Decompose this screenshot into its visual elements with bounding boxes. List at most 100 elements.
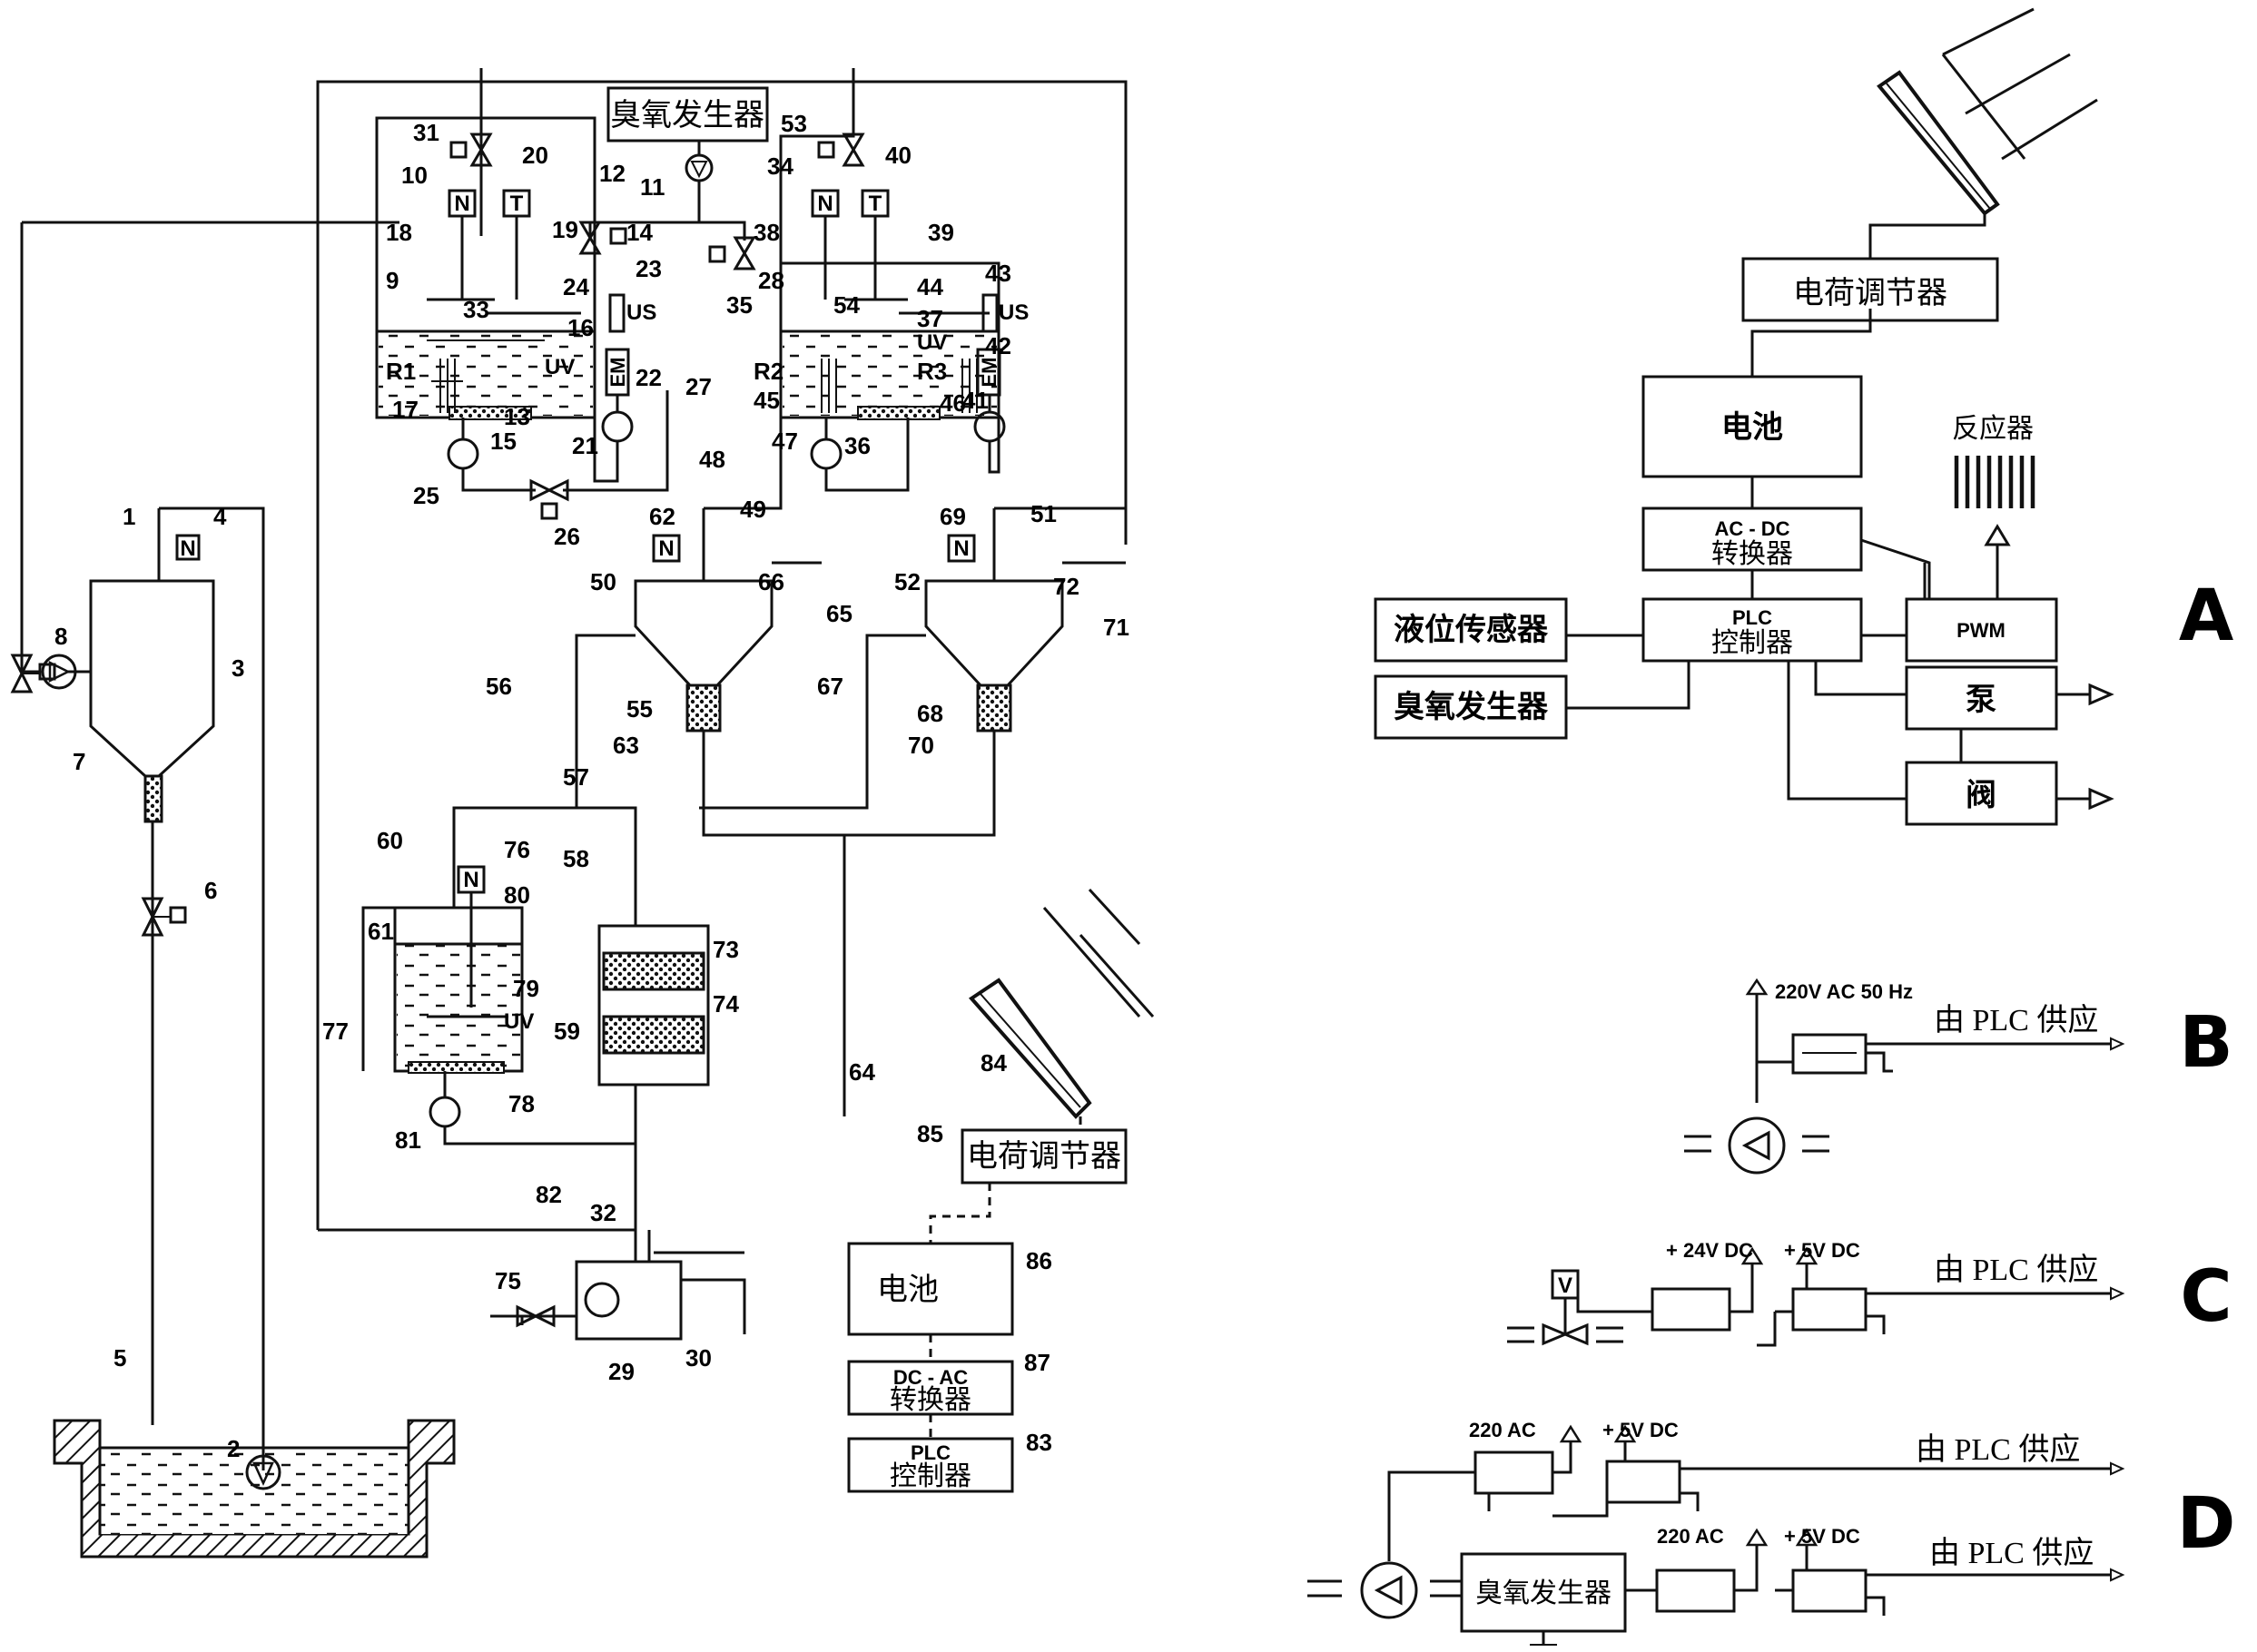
part-number-74: 74 [713,990,739,1018]
panel-a-level-sensor: 液位传感器 [1394,612,1549,648]
pump-7 [41,654,77,690]
converter-label: 转换器 [890,1384,971,1416]
part-number-78: 78 [508,1090,535,1117]
battery-label: 电池 [877,1272,939,1308]
panel-d-ac2: 220 AC [1657,1525,1724,1548]
panel-d-ac1: 220 AC [1469,1419,1536,1441]
panel-d-plc2: 由 PLC 供应 [1929,1536,2094,1570]
panel-c-24v: + 24V DC [1666,1239,1753,1262]
charge-controller-label: 电荷调节器 [967,1138,1121,1175]
part-number-32: 32 [590,1199,616,1226]
part-number-29: 29 [608,1358,635,1385]
uv-tag-2: UV [917,330,947,355]
settling-tank-50 [634,508,774,733]
part-number-30: 30 [685,1344,712,1372]
part-number-70: 70 [908,732,934,759]
panel-a-pwm: PWM [1956,619,2006,642]
t-tag-1: T [510,192,524,216]
valve-6 [141,897,187,937]
part-number-38: 38 [754,219,780,246]
part-number-52: 52 [894,568,921,595]
panel-a-battery: 电池 [1721,409,1783,446]
panel-a-cc-text: 电荷调节器 [1793,275,1947,311]
part-number-3: 3 [232,654,244,682]
n-tag-3: N [658,536,674,561]
part-number-9: 9 [386,267,399,294]
panel-d-5v-b: + 5V DC [1784,1525,1860,1548]
collection-tank-30 [490,1230,746,1341]
part-number-77: 77 [322,1018,349,1045]
n-tag-5: N [463,868,478,892]
part-number-10: 10 [401,162,428,189]
panel-c-plc: 由 PLC 供应 [1934,1253,2098,1287]
part-number-82: 82 [536,1181,562,1208]
part-number-65: 65 [826,600,853,627]
reactor-r2-r3 [779,68,1000,420]
left-pipes [20,221,399,1470]
settling-tank-52 [924,506,1126,733]
part-number-6: 6 [204,877,217,904]
part-number-83: 83 [1026,1429,1052,1456]
part-number-4: 4 [213,503,227,530]
panel-c: + 24V DC + 5V DC 由 PLC 供应 V C [1507,1239,2232,1347]
part-number-33: 33 [463,296,489,323]
part-number-58: 58 [563,845,589,872]
part-number-54: 54 [833,291,860,319]
part-number-13: 13 [504,403,530,430]
part-number-86: 86 [1026,1247,1052,1274]
panel-letter-d: D [2177,1483,2236,1565]
panel-d-ozone-generator: 臭氧发生器 [1475,1578,1611,1609]
part-number-49: 49 [740,496,766,523]
part-number-26: 26 [554,523,580,550]
part-number-20: 20 [522,142,548,169]
part-number-67: 67 [817,673,843,700]
main-frame [316,80,1128,1232]
n-tag-2: N [817,192,833,216]
part-number-41: 41 [962,387,989,414]
part-number-64: 64 [849,1058,875,1086]
uv-tag-1: UV [545,355,575,379]
part-number-69: 69 [940,503,966,530]
part-number-53: 53 [781,110,807,137]
dc-ac-label: DC - AC [893,1366,968,1389]
valve-8 [10,654,56,693]
us-tag-2: US [999,300,1029,325]
part-number-2: 2 [227,1435,240,1462]
part-number-51: 51 [1030,500,1057,527]
panel-d-plc1: 由 PLC 供应 [1916,1432,2080,1467]
filter-59 [597,808,710,1230]
em-tag-2: EM [978,358,1000,388]
part-number-50: 50 [590,568,616,595]
power-chain-left [847,1116,1128,1493]
part-number-46: 46 [940,389,966,417]
ozone-generator-label: 臭氧发生器 [610,97,764,133]
part-number-45: 45 [754,387,780,414]
part-number-5: 5 [113,1344,126,1372]
panel-a-valve: 阀 [1966,777,1996,813]
part-number-18: 18 [386,219,412,246]
us-tag-1: US [626,300,656,325]
panel-a: 电荷调节器 电池 反应器 AC - DC 转换器 PLC 控制器 PWM 液位传… [1374,7,2233,826]
part-number-r2: R2 [754,358,784,385]
panel-b-plc: 由 PLC 供应 [1934,1003,2098,1037]
part-number-28: 28 [758,267,784,294]
part-number-11: 11 [640,173,665,201]
part-number-8: 8 [54,623,67,650]
part-number-35: 35 [726,291,753,319]
ozone-generator-top [588,86,769,241]
t-tag-2: T [869,192,882,216]
n-tag-6: N [180,536,195,561]
part-number-71: 71 [1103,614,1129,641]
part-number-81: 81 [395,1126,421,1154]
part-number-79: 79 [513,975,539,1002]
panel-a-plc: PLC [1732,606,1772,629]
part-number-66: 66 [758,568,784,595]
reactor-61 [361,865,637,1230]
panel-a-reactor: 反应器 [1952,413,2034,445]
part-number-37: 37 [917,305,943,332]
part-number-85: 85 [917,1120,943,1147]
n-tag-1: N [454,192,469,216]
part-number-87: 87 [1024,1349,1050,1376]
panel-letter-b: B [2179,1002,2232,1084]
